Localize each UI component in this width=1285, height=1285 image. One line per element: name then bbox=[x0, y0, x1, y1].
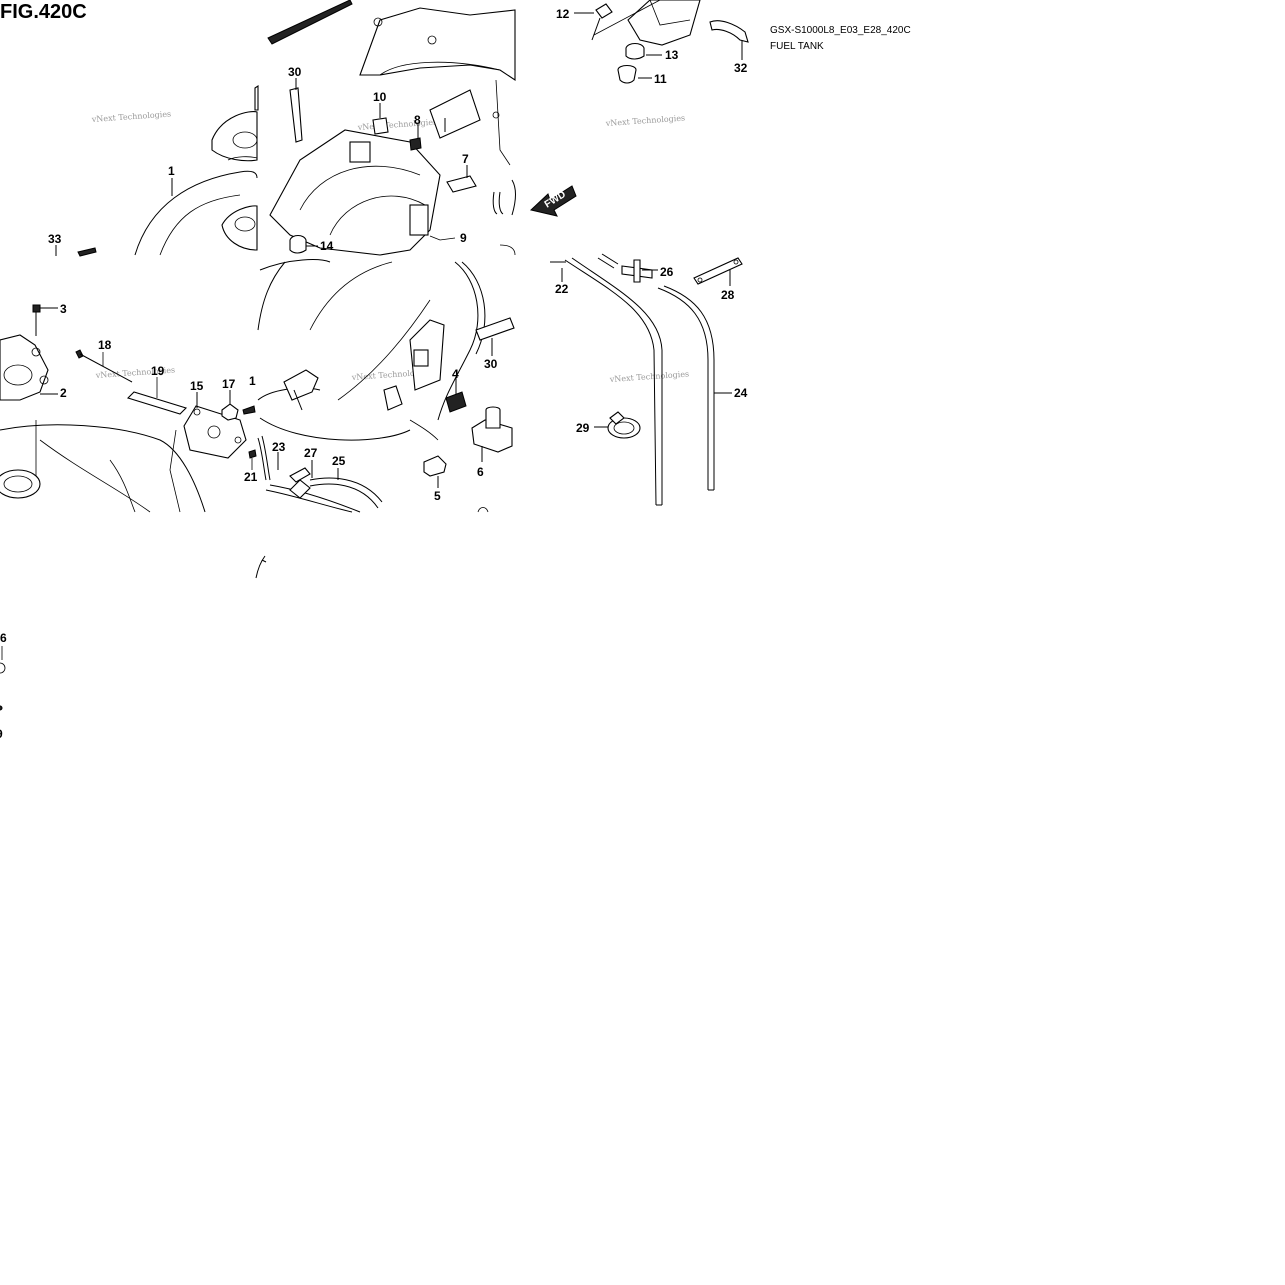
partial-label-1: 1 bbox=[249, 374, 256, 388]
callout-21: 22 bbox=[555, 282, 569, 296]
watermark: vNext Technologies bbox=[357, 117, 438, 132]
tile-tank-top: 1 33 bbox=[48, 84, 259, 257]
callout-13: 13 bbox=[665, 48, 679, 62]
partial-label-6: 6 bbox=[0, 631, 7, 645]
callout-20: 21 bbox=[244, 470, 258, 484]
figure-code: GSX-S1000L8_E03_E28_420C bbox=[770, 25, 911, 36]
callout-29: 30 bbox=[484, 357, 498, 371]
callout-30: 30 bbox=[288, 65, 302, 79]
callout-5: 5 bbox=[434, 489, 441, 503]
callout-15: 15 bbox=[190, 379, 204, 393]
callout-18: 18 bbox=[98, 338, 112, 352]
tile-tank-underside: 30 4 6 5 23 27 25 bbox=[257, 259, 515, 513]
fwd-arrow-icon: FWD bbox=[529, 185, 577, 217]
callout-4: 4 bbox=[452, 367, 459, 381]
tile-inner-bracket: 30 10 8 7 14 9 bbox=[267, 0, 516, 256]
callout-14: 14 bbox=[320, 239, 334, 253]
callout-31: 32 bbox=[734, 61, 748, 75]
callout-2: 2 bbox=[60, 386, 67, 400]
callout-7: 7 bbox=[462, 152, 469, 166]
callout-6: 6 bbox=[477, 465, 484, 479]
partial-label-9: 9 bbox=[0, 727, 3, 741]
cropped-fragments: 6 9 bbox=[0, 555, 267, 741]
callout-23: 24 bbox=[734, 386, 748, 400]
callout-9: 9 bbox=[460, 231, 467, 245]
callout-27: 28 bbox=[721, 288, 735, 302]
tile-bracket-fwd: 12 13 11 32 FWD bbox=[511, 0, 749, 217]
callout-26: 27 bbox=[304, 446, 318, 460]
callout-10: 10 bbox=[373, 90, 387, 104]
tile-fuel-pump: 3 2 18 19 15 17 1 21 bbox=[0, 302, 258, 513]
callout-22: 23 bbox=[272, 440, 286, 454]
tile-hoses: 22 26 28 24 29 bbox=[550, 253, 748, 506]
watermark: vNext Technologies bbox=[605, 113, 686, 128]
callout-25: 26 bbox=[660, 265, 674, 279]
callout-1: 1 bbox=[168, 164, 175, 178]
callout-28: 29 bbox=[576, 421, 590, 435]
callout-24: 25 bbox=[332, 454, 346, 468]
callout-12: 12 bbox=[556, 7, 570, 21]
watermark: vNext Technologies bbox=[609, 369, 690, 384]
figure-name: FUEL TANK bbox=[770, 41, 824, 52]
callout-32: 33 bbox=[48, 232, 62, 246]
callout-11: 11 bbox=[654, 72, 667, 86]
callout-8: 8 bbox=[414, 113, 421, 127]
figure-title: FIG.420C bbox=[0, 1, 87, 23]
callout-3: 3 bbox=[60, 302, 67, 316]
watermark: vNext Technologies bbox=[91, 109, 172, 124]
callout-19: 19 bbox=[151, 364, 165, 378]
callout-17: 17 bbox=[222, 377, 236, 391]
